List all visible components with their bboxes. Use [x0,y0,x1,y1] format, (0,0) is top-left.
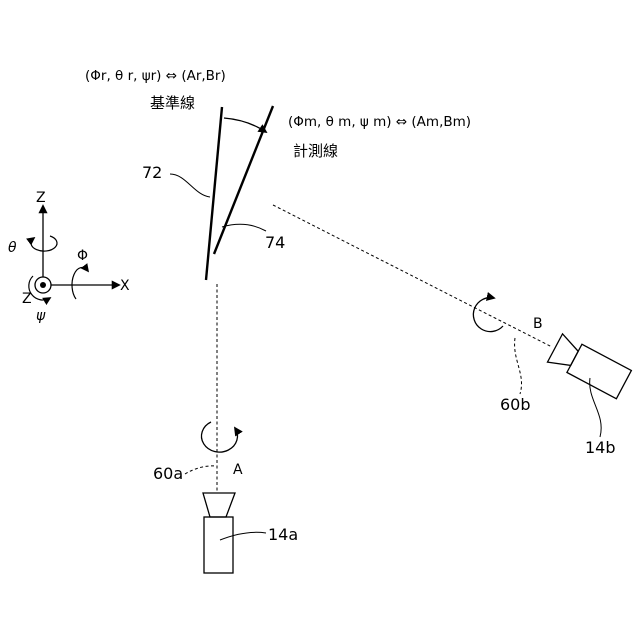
psi-label: ψ [36,308,46,324]
phi-label: Φ [77,248,88,264]
leader-60b [515,338,522,394]
point-a-label: A [233,462,243,478]
camera-b [547,334,631,399]
z-axis-label: Z [36,190,46,206]
measured-line-label: 計測線 [293,142,338,160]
camera-a [203,493,235,573]
phi-rotation-arrow [72,268,88,300]
ref-60b-label: 60b [500,395,531,414]
theta-label: θ [8,240,17,256]
psi-rotation-arrow [29,276,50,300]
leader-14a [220,532,266,540]
ref-74-label: 74 [265,233,285,252]
point-b-label: B [533,316,543,332]
z-front-label: Z [22,291,32,307]
z-axis-dot [40,282,46,288]
camera-a-body [204,517,233,573]
ref-60a-label: 60a [153,464,183,483]
leader-74 [222,224,266,231]
camera-a-lens [203,493,235,517]
leader-14b [590,378,602,437]
coordinate-axes: Z θ Φ X Z ψ [8,190,130,324]
camera-b-body [567,344,631,399]
theta-rotation-arrow [31,236,57,251]
ref-14b-label: 14b [585,438,616,457]
measured-line [214,106,273,254]
ref-14a-label: 14a [268,525,298,544]
deviation-arrow [224,118,266,132]
optical-axis-b [273,205,552,347]
reference-params-label: (Φr, θ r, ψr) ⇔ (Ar,Br) [85,68,226,84]
ref-72-label: 72 [142,163,162,182]
reference-line [206,107,222,280]
measured-params-label: (Φm, θ m, ψ m) ⇔ (Am,Bm) [288,114,471,130]
rotation-arrow-b [473,298,503,332]
leader-72 [170,174,210,197]
leader-60a [185,466,216,474]
reference-line-label: 基準線 [150,94,195,112]
rotation-arrow-a [201,422,237,452]
x-axis-label: X [120,278,130,294]
